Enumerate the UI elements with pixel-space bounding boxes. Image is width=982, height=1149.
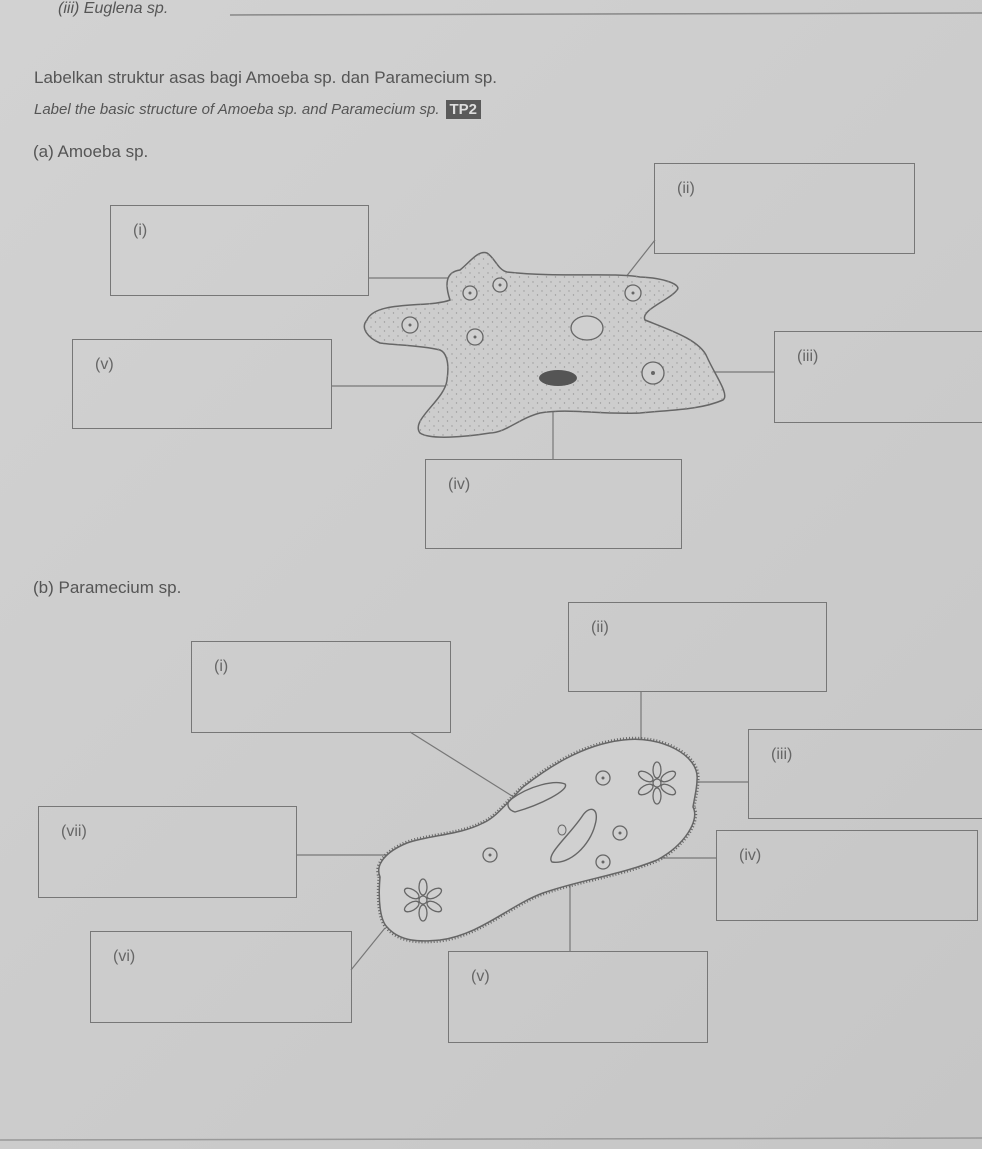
amoeba-answer-box-iv[interactable]: (iv) xyxy=(425,459,682,549)
box-label: (iv) xyxy=(739,847,762,864)
contractile-vacuole-star xyxy=(636,761,678,805)
paramecium-answer-box-ii[interactable]: (ii) xyxy=(568,602,827,692)
micronucleus xyxy=(557,824,567,836)
box-label: (vi) xyxy=(113,948,136,965)
paramecium-answer-box-v[interactable]: (v) xyxy=(448,951,708,1043)
nucleus xyxy=(539,370,577,386)
paramecium-answer-box-vii[interactable]: (vii) xyxy=(38,806,297,898)
amoeba-drawing xyxy=(363,251,726,438)
amoeba-answer-box-ii[interactable]: (ii) xyxy=(654,163,915,254)
amoeba-answer-box-iii[interactable]: (iii) xyxy=(774,331,982,423)
box-label: (v) xyxy=(471,968,490,985)
previous-item-euglena: (iii) Euglena sp. xyxy=(58,0,169,17)
food-vacuole xyxy=(570,315,604,341)
answer-line xyxy=(229,12,982,16)
amoeba-answer-box-v[interactable]: (v) xyxy=(72,339,332,429)
bottom-rule xyxy=(0,1137,982,1141)
box-label: (i) xyxy=(133,222,148,239)
instruction-english: Label the basic structure of Amoeba sp. … xyxy=(34,100,482,119)
contractile-vacuole-star xyxy=(402,878,444,922)
instruction-malay: Labelkan struktur asas bagi Amoeba sp. d… xyxy=(34,68,498,87)
amoeba-section-title: (a) Amoeba sp. xyxy=(33,142,149,161)
box-label: (v) xyxy=(95,356,114,373)
paramecium-answer-box-vi[interactable]: (vi) xyxy=(90,931,352,1023)
paramecium-answer-box-i[interactable]: (i) xyxy=(191,641,451,733)
tp-badge: TP2 xyxy=(445,100,482,119)
box-label: (iii) xyxy=(797,348,819,365)
instruction-english-text: Label the basic structure of Amoeba sp. … xyxy=(34,101,440,118)
paramecium-answer-box-iv[interactable]: (iv) xyxy=(716,830,978,921)
paramecium-drawing xyxy=(376,736,700,944)
box-label: (i) xyxy=(214,658,229,675)
box-label: (ii) xyxy=(677,180,695,197)
box-label: (vii) xyxy=(61,823,87,840)
box-label: (iv) xyxy=(448,476,471,493)
oral-groove xyxy=(507,782,567,813)
box-label: (ii) xyxy=(591,619,609,636)
paramecium-section-title: (b) Paramecium sp. xyxy=(33,578,182,597)
box-label: (iii) xyxy=(771,746,793,763)
amoeba-answer-box-i[interactable]: (i) xyxy=(110,205,369,296)
macronucleus xyxy=(550,808,597,863)
paramecium-answer-box-iii[interactable]: (iii) xyxy=(748,729,982,819)
